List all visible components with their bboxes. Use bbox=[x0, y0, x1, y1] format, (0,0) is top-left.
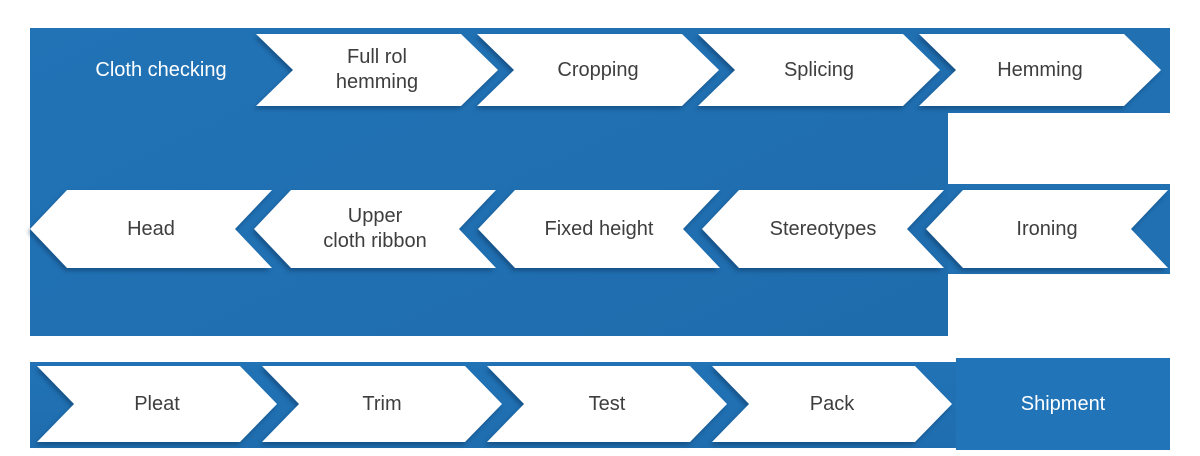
step-shipment: Shipment bbox=[956, 366, 1170, 442]
chevron-left-shape: Upper cloth ribbon bbox=[254, 190, 496, 268]
chevron-right-shape: Hemming bbox=[919, 34, 1161, 106]
chevron-right-shape: Splicing bbox=[698, 34, 940, 106]
chevron-right-shape: Pack bbox=[712, 366, 952, 442]
step-label: Splicing bbox=[783, 58, 855, 81]
step-label: Head bbox=[127, 217, 175, 240]
step-fixed-height: Fixed height bbox=[478, 190, 720, 268]
step-label: Full rol hemming bbox=[335, 46, 419, 93]
chevron-left-shape: Fixed height bbox=[478, 190, 720, 268]
chevron-right-shape: Pleat bbox=[37, 366, 277, 442]
step-trim: Trim bbox=[262, 366, 502, 442]
step-full-rol-hemming: Full rol hemming bbox=[256, 34, 498, 106]
step-head: Head bbox=[30, 190, 272, 268]
step-label: Fixed height bbox=[544, 217, 654, 240]
shipment-block bbox=[956, 358, 1170, 450]
step-label: Trim bbox=[362, 392, 402, 415]
step-pack: Pack bbox=[712, 366, 952, 442]
step-upper-cloth-ribbon: Upper cloth ribbon bbox=[254, 190, 496, 268]
step-stereotypes: Stereotypes bbox=[702, 190, 944, 268]
chevron-right-shape: Full rol hemming bbox=[256, 34, 498, 106]
step-label: Stereotypes bbox=[769, 217, 877, 240]
step-label: Hemming bbox=[997, 58, 1083, 81]
chevron-right-shape: Test bbox=[487, 366, 727, 442]
step-label: Ironing bbox=[1016, 217, 1078, 240]
step-cloth-checking: Cloth checking bbox=[30, 34, 292, 106]
step-cropping: Cropping bbox=[477, 34, 719, 106]
step-splicing: Splicing bbox=[698, 34, 940, 106]
step-pleat: Pleat bbox=[37, 366, 277, 442]
step-label: Cloth checking bbox=[95, 58, 227, 81]
step-hemming: Hemming bbox=[919, 34, 1161, 106]
step-test: Test bbox=[487, 366, 727, 442]
chevron-left-shape: Stereotypes bbox=[702, 190, 944, 268]
step-label: Upper cloth ribbon bbox=[323, 205, 427, 252]
step-label: Shipment bbox=[1020, 392, 1106, 415]
step-label: Pleat bbox=[134, 392, 180, 415]
step-label: Pack bbox=[809, 392, 855, 415]
step-label: Test bbox=[588, 392, 626, 415]
chevron-right-shape: Cropping bbox=[477, 34, 719, 106]
step-ironing: Ironing bbox=[926, 190, 1168, 268]
step-label: Cropping bbox=[557, 58, 639, 81]
chevron-right-shape: Trim bbox=[262, 366, 502, 442]
chevron-left-shape: Ironing bbox=[926, 190, 1168, 268]
chevron-left-shape: Head bbox=[30, 190, 272, 268]
